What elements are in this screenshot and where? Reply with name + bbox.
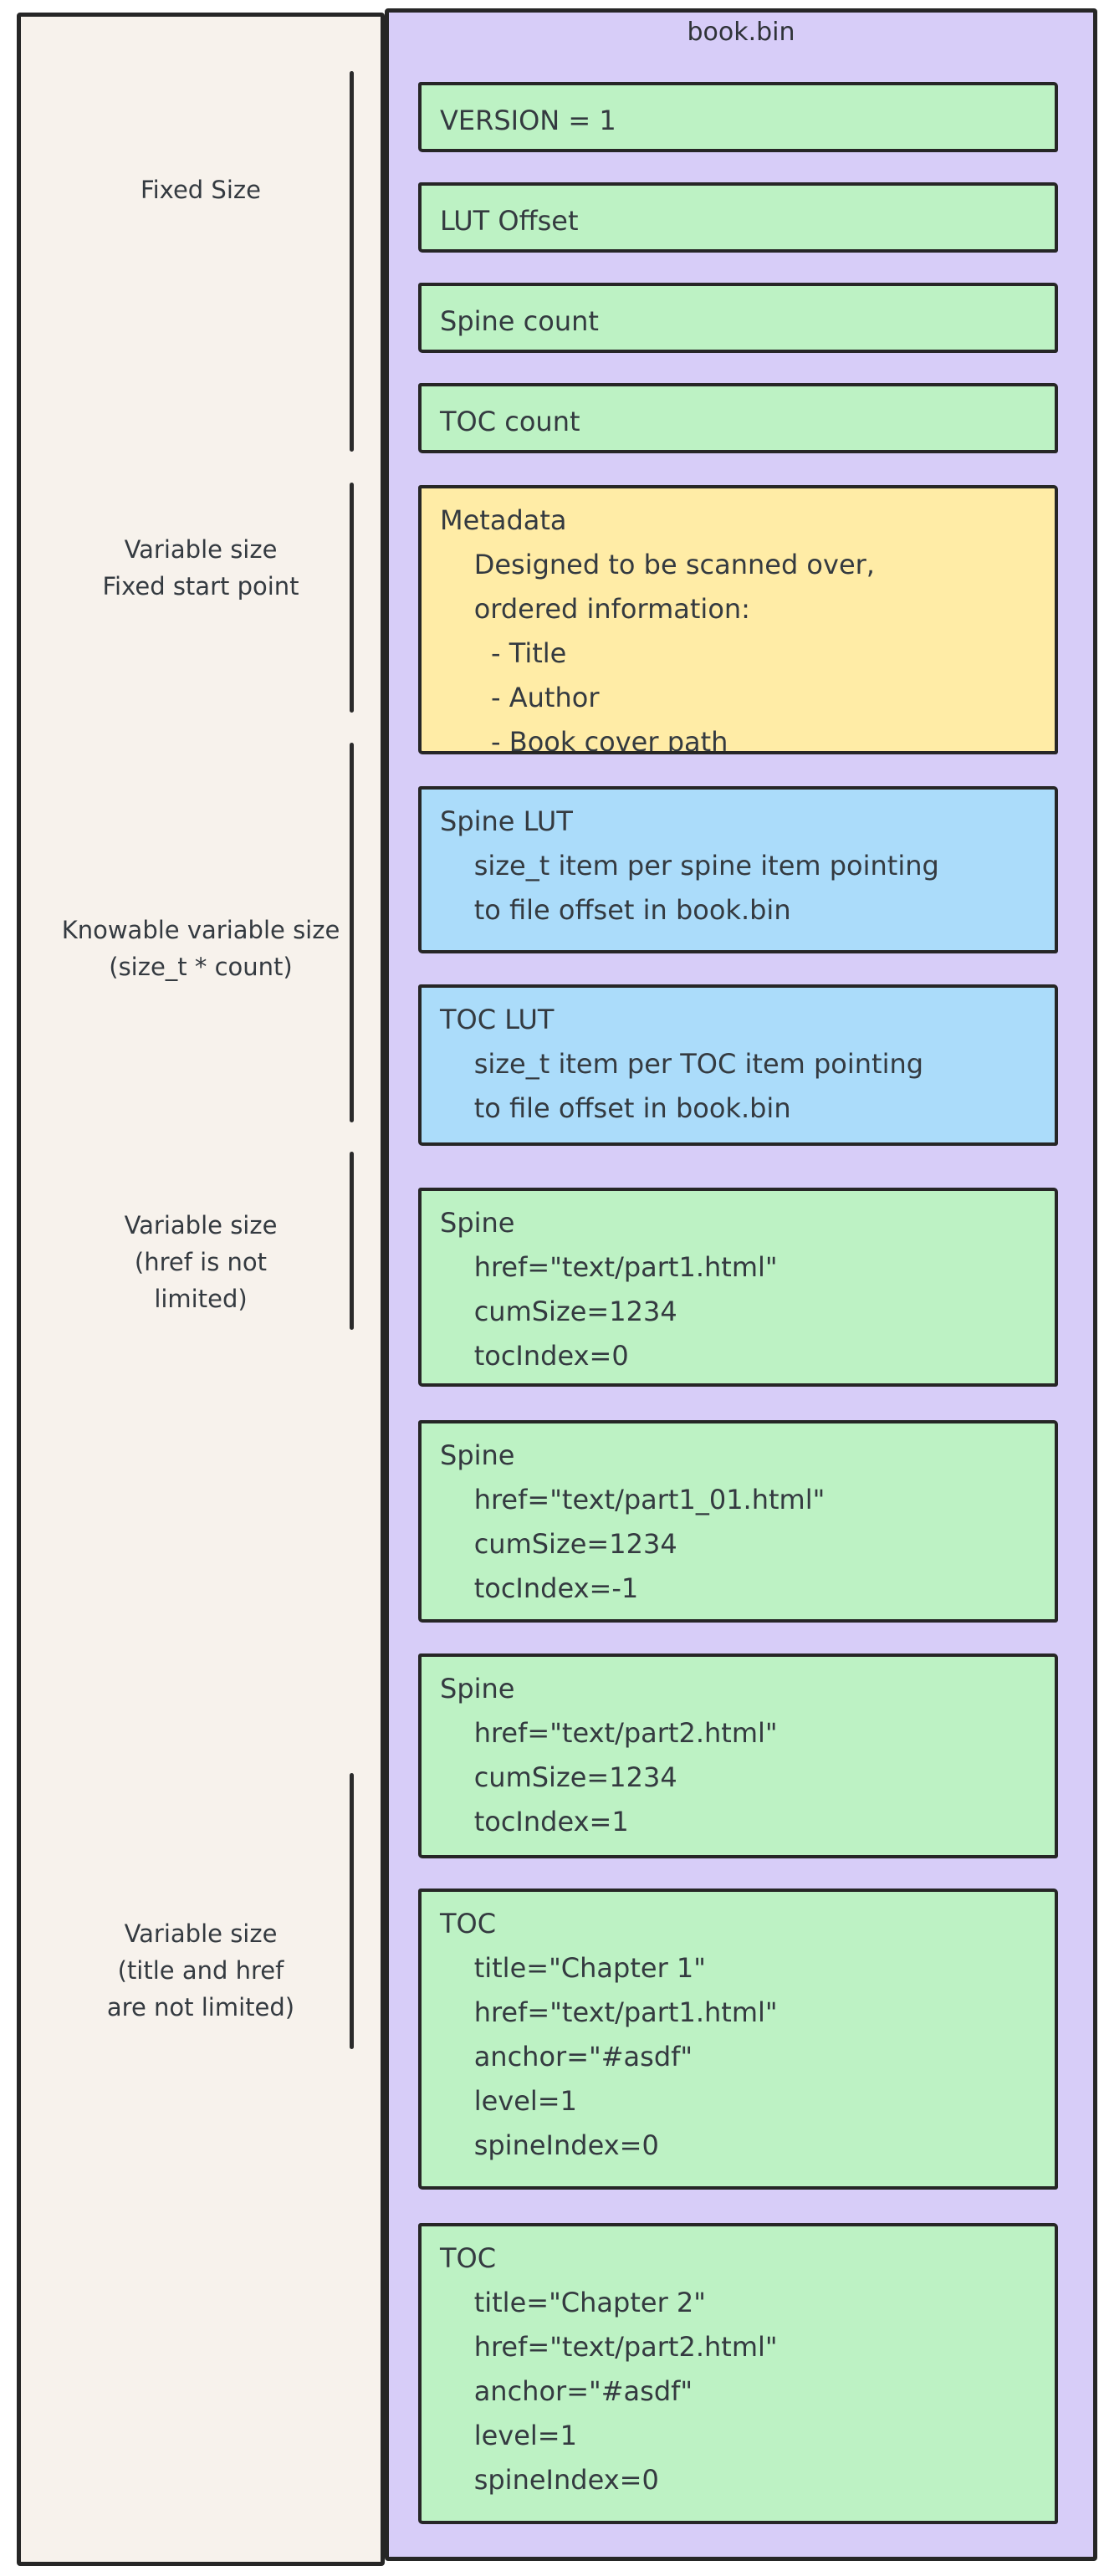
block-line: Spine LUT [440, 805, 573, 837]
block-spine-lut: Spine LUT size_t item per spine item poi… [418, 786, 1058, 953]
block-line: Metadata [440, 504, 567, 536]
block-line: to file offset in book.bin [440, 894, 791, 926]
block-line: anchor="#asdf" [440, 2041, 693, 2073]
block-line: spineIndex=0 [440, 2464, 659, 2496]
block-line: TOC LUT [440, 1004, 555, 1035]
block-lut-offset: LUT Offset [418, 182, 1058, 253]
block-toc-count: TOC count [418, 383, 1058, 453]
block-spine-3: Spine href="text/part2.html" cumSize=123… [418, 1653, 1058, 1858]
block-line: href="text/part1.html" [440, 1996, 778, 2028]
block-line: size_t item per spine item pointing [440, 850, 939, 882]
annotation-text: Fixed Size [141, 176, 261, 204]
annotation-text: Variable size [124, 1919, 278, 1948]
annotation-text: (size_t * count) [109, 953, 293, 981]
block-line: tocIndex=-1 [440, 1572, 639, 1604]
file-title: book.bin [687, 18, 795, 47]
block-line: TOC [440, 2242, 497, 2274]
section-bracket-fixed-size [350, 71, 354, 452]
annotation-text: Variable size [124, 1211, 278, 1239]
annotation-knowable-variable: Knowable variable size (size_t * count) [59, 912, 343, 985]
block-line: Spine [440, 1207, 515, 1239]
block-line: ordered information: [440, 593, 750, 625]
block-line: cumSize=1234 [440, 1761, 677, 1793]
block-spine-1: Spine href="text/part1.html" cumSize=123… [418, 1188, 1058, 1387]
annotation-text: limited) [154, 1285, 248, 1313]
section-bracket-luts [350, 743, 354, 1122]
annotation-variable-title-href: Variable size (title and href are not li… [59, 1915, 343, 2026]
block-line: size_t item per TOC item pointing [440, 1048, 924, 1080]
annotation-text: Variable size [124, 535, 278, 564]
block-line: level=1 [440, 2085, 577, 2117]
block-line: - Author [440, 682, 600, 713]
block-metadata: Metadata Designed to be scanned over, or… [418, 485, 1058, 754]
block-toc-1: TOC title="Chapter 1" href="text/part1.h… [418, 1889, 1058, 2190]
block-spine-2: Spine href="text/part1_01.html" cumSize=… [418, 1420, 1058, 1623]
block-line: cumSize=1234 [440, 1528, 677, 1560]
block-toc-2: TOC title="Chapter 2" href="text/part2.h… [418, 2223, 1058, 2524]
block-line: cumSize=1234 [440, 1296, 677, 1327]
block-line: LUT Offset [440, 205, 579, 237]
annotation-text: Fixed start point [102, 572, 299, 601]
block-line: TOC [440, 1908, 497, 1940]
annotation-panel: Fixed Size Variable size Fixed start poi… [17, 13, 385, 2566]
block-version: VERSION = 1 [418, 82, 1058, 152]
block-line: Spine count [440, 305, 599, 337]
annotation-text: (href is not [134, 1248, 268, 1276]
block-line: TOC count [440, 406, 580, 437]
annotation-text: (title and href [117, 1956, 284, 1985]
block-line: - Title [440, 637, 567, 669]
block-toc-lut: TOC LUT size_t item per TOC item pointin… [418, 984, 1058, 1146]
block-line: href="text/part2.html" [440, 1717, 778, 1749]
annotation-text: Knowable variable size [61, 916, 340, 944]
block-line: title="Chapter 2" [440, 2287, 706, 2318]
section-bracket-metadata [350, 483, 354, 713]
section-bracket-toc [350, 1773, 354, 2049]
block-line: Spine [440, 1673, 515, 1705]
block-line: anchor="#asdf" [440, 2375, 693, 2407]
block-line: title="Chapter 1" [440, 1952, 706, 1984]
annotation-variable-fixed-start: Variable size Fixed start point [59, 531, 343, 605]
annotation-text: are not limited) [106, 1993, 295, 2021]
block-line: VERSION = 1 [440, 105, 616, 136]
annotation-variable-href: Variable size (href is not limited) [59, 1207, 343, 1317]
block-line: Designed to be scanned over, [440, 549, 875, 580]
block-line: tocIndex=0 [440, 1340, 629, 1372]
block-line: href="text/part2.html" [440, 2331, 778, 2363]
block-line: Spine [440, 1439, 515, 1471]
block-line: href="text/part1_01.html" [440, 1484, 825, 1515]
block-line: spineIndex=0 [440, 2129, 659, 2161]
book-bin-container: book.bin VERSION = 1 LUT Offset Spine co… [385, 8, 1097, 2561]
block-line: href="text/part1.html" [440, 1251, 778, 1283]
block-line: to file offset in book.bin [440, 1092, 791, 1124]
block-line: - Book cover path [440, 726, 728, 754]
block-line: level=1 [440, 2420, 577, 2451]
annotation-fixed-size: Fixed Size [59, 171, 343, 208]
block-spine-count: Spine count [418, 283, 1058, 353]
block-line: tocIndex=1 [440, 1806, 629, 1837]
section-bracket-spine [350, 1152, 354, 1330]
